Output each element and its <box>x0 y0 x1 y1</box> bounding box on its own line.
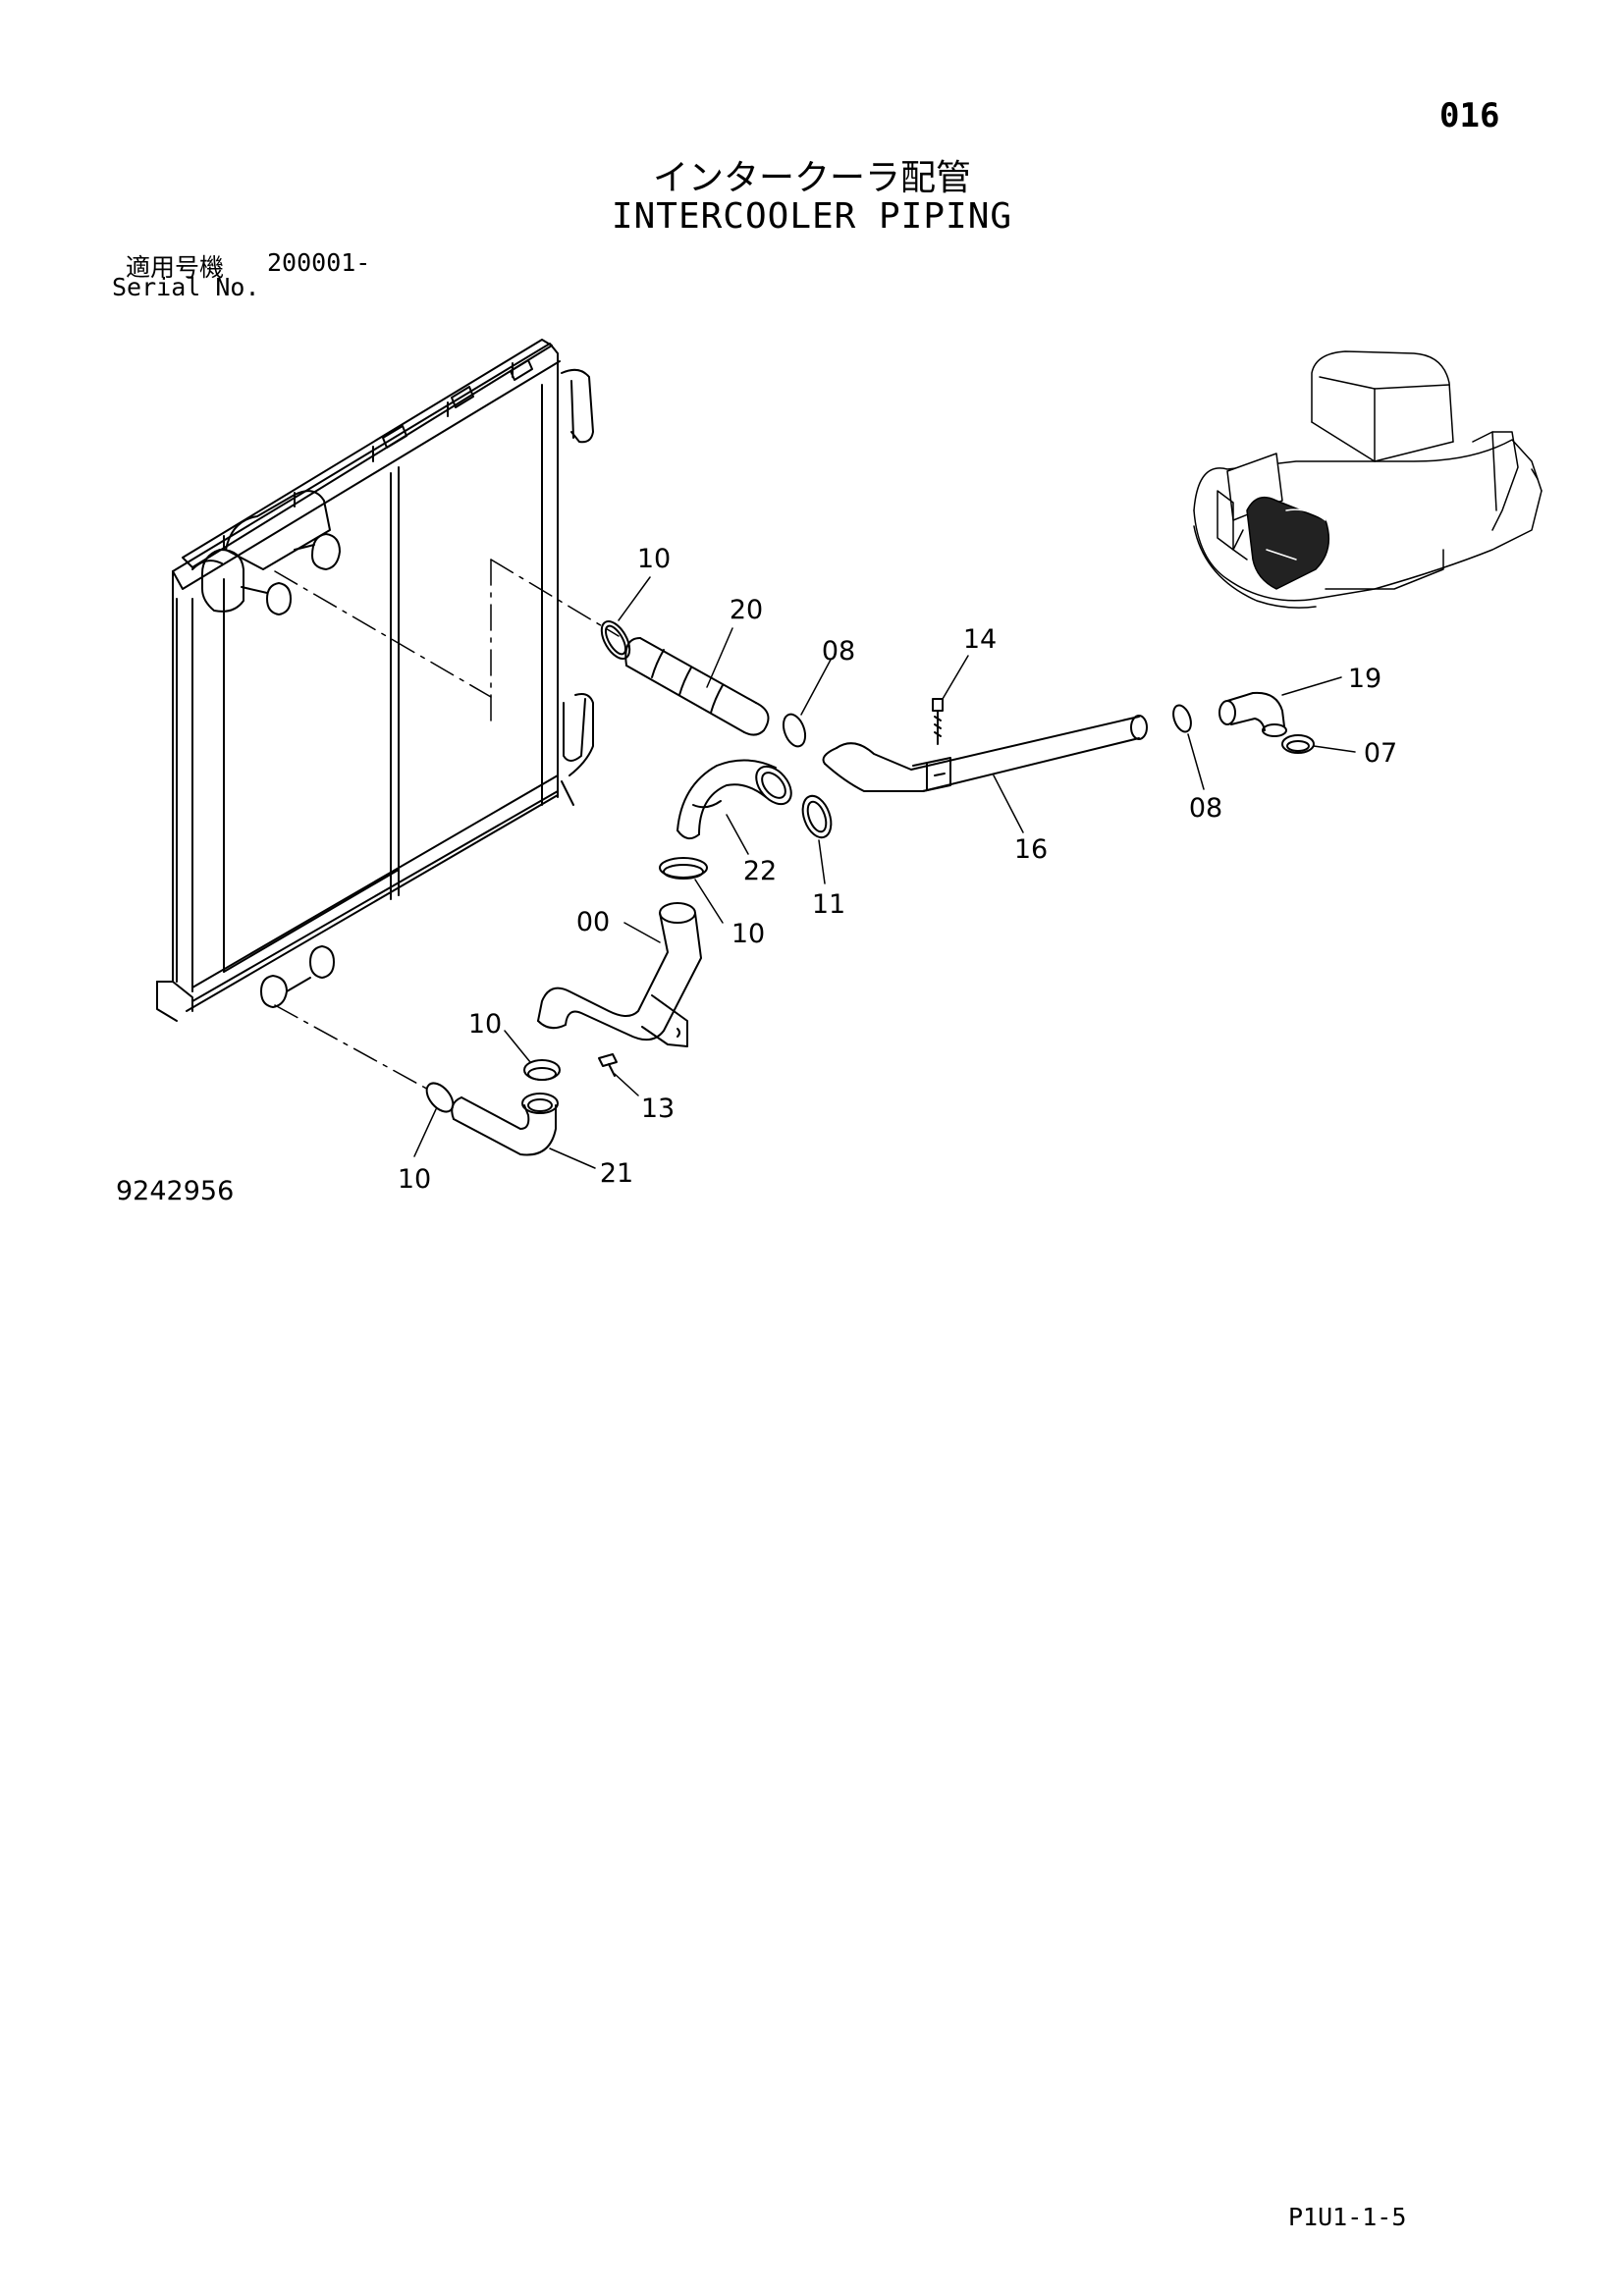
clamp-upper <box>600 620 631 660</box>
clamp-lower <box>523 1059 561 1081</box>
callout-hose-19: 19 <box>1348 664 1381 694</box>
callout-leaders <box>413 576 1356 1169</box>
bolt-14 <box>932 698 944 745</box>
serial-label-japanese: 適用号機 <box>126 253 225 282</box>
hose-21 <box>451 1093 559 1156</box>
bolt-13 <box>598 1053 618 1077</box>
page-number: 016 <box>1439 96 1500 135</box>
clamp-08-right <box>1172 704 1192 733</box>
callout-clamp-11: 11 <box>812 889 845 920</box>
callout-clamp-10-lower: 10 <box>468 1009 502 1040</box>
callout-bolt-14: 14 <box>963 624 997 655</box>
assembly-guide-lines <box>274 559 620 1093</box>
page-title: INTERCOOLER PIPING <box>611 196 1013 237</box>
pipe-00 <box>537 902 702 1047</box>
callout-clamp-10: 10 <box>637 544 671 574</box>
hose-22 <box>677 759 792 840</box>
callout-bolt-13: 13 <box>641 1094 675 1124</box>
callout-pipe-16: 16 <box>1014 834 1048 865</box>
clamp-bottom <box>425 1082 455 1113</box>
callout-pipe-00: 00 <box>576 907 610 937</box>
hose-20 <box>624 637 770 736</box>
callout-clamp-10-mid: 10 <box>731 919 765 949</box>
clamp-08-left <box>782 713 807 748</box>
drawing-number: 9242956 <box>116 1176 235 1206</box>
callout-hose-21: 21 <box>600 1158 633 1189</box>
clamp-07 <box>1281 734 1315 754</box>
callout-hose-20: 20 <box>730 595 763 625</box>
page-title-japanese: インタークーラ配管 <box>652 158 971 198</box>
callout-clamp-08-right: 08 <box>1189 793 1222 824</box>
callout-hose-22: 22 <box>743 856 777 886</box>
radiator-core <box>156 339 594 1022</box>
clamp-mid <box>659 857 708 880</box>
callout-clamp-08: 08 <box>822 636 855 667</box>
serial-number-value: 200001- <box>267 248 371 277</box>
hose-19 <box>1218 691 1287 737</box>
callout-clamp-07: 07 <box>1364 738 1397 769</box>
serial-label: Serial No. <box>112 273 260 301</box>
machine-locator-view <box>1193 350 1543 609</box>
clamp-11 <box>801 794 833 839</box>
footer-page-code: P1U1-1-5 <box>1288 2203 1407 2231</box>
pipe-16 <box>822 715 1148 792</box>
callout-clamp-10-bottom: 10 <box>398 1164 431 1195</box>
